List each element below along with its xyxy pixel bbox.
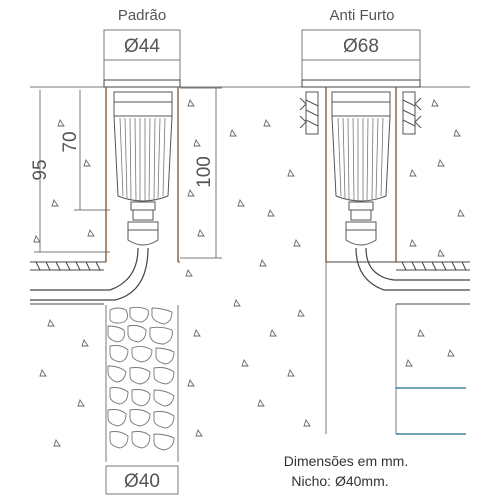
conduit-left: [30, 261, 180, 305]
title-padrao: Padrão: [118, 7, 166, 24]
dimension-70: 70: [60, 90, 110, 211]
dim-100-label: 100: [194, 156, 215, 188]
dia-68-label: Ø68: [343, 36, 379, 57]
anchor-bolt-right: [402, 91, 422, 135]
fixture-anti-furto: [299, 79, 470, 291]
anchor-bolt-left: [299, 91, 319, 135]
dimension-diameter-44: Ø44: [103, 29, 181, 84]
dimension-diameter-40: Ø40: [105, 465, 179, 495]
dim-95-label: 95: [30, 159, 51, 180]
dia-44-label: Ø44: [124, 36, 160, 57]
dim-70-label: 70: [60, 131, 81, 152]
dimension-100: 100: [180, 87, 222, 259]
lamp-ribs-right: [337, 117, 384, 202]
note-niche: Nicho: Ø40mm.: [291, 473, 388, 489]
gravel-niche: [105, 305, 179, 462]
dimension-diameter-68: Ø68: [301, 29, 421, 84]
lamp-ribs-left: [119, 117, 166, 202]
right-lower-structure: [325, 262, 466, 435]
title-anti-furto: Anti Furto: [329, 7, 394, 24]
conduit-right: [326, 261, 470, 305]
fixture-padrao: [30, 79, 181, 301]
dia-40-label: Ø40: [124, 471, 160, 492]
concrete-speckle: [33, 98, 465, 447]
note-dimensions: Dimensões em mm.: [284, 453, 408, 469]
dimension-95: 95: [30, 90, 110, 253]
